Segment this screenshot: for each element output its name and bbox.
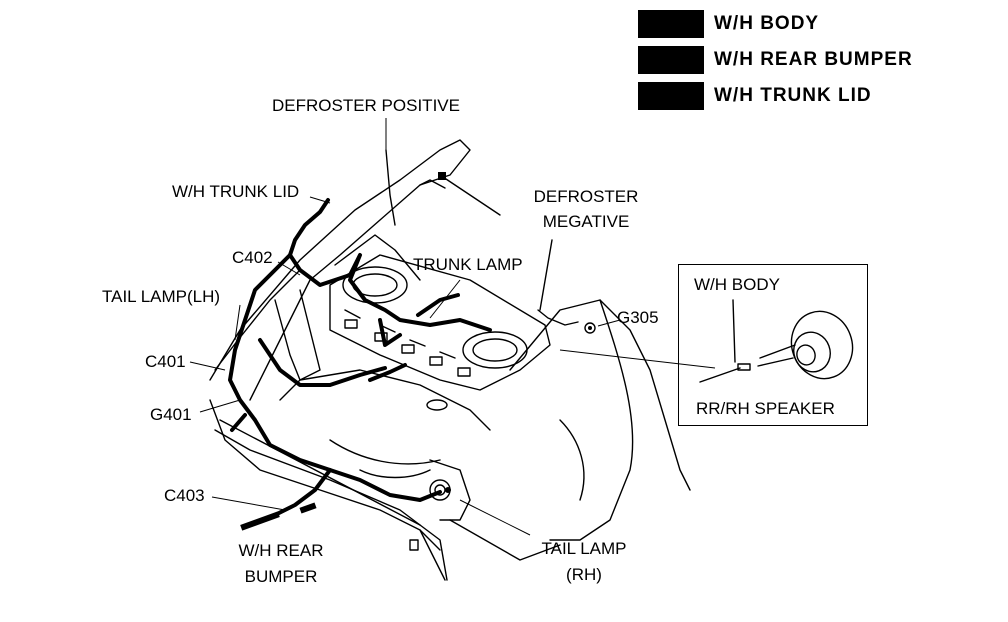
speaker-inset: W/H BODY RR/RH SPEAKER [678,264,868,426]
label-c401: C401 [145,352,186,371]
label-defroster-positive: DEFROSTER POSITIVE [272,96,460,115]
label-tail-lamp-rh-line1: TAIL LAMP [541,539,627,558]
label-tail-lamp-lh: TAIL LAMP(LH) [102,287,221,306]
inset-label-rr-rh-speaker: RR/RH SPEAKER [696,399,835,418]
legend-swatch [638,46,704,74]
legend-label: W/H BODY [714,13,820,34]
legend-swatch [638,82,704,110]
legend-swatch [638,10,704,38]
label-c402: C402 [232,248,273,267]
legend-label: W/H TRUNK LID [714,85,872,106]
label-wh-rear-bumper-line1: W/H REAR [238,541,324,560]
legend-item-wh-rear-bumper: W/H REAR BUMPER [638,46,968,74]
inset-label-wh-body: W/H BODY [694,275,780,294]
label-defroster-negative-line1: DEFROSTER [533,187,639,206]
label-wh-rear-bumper-line2: BUMPER [244,567,318,586]
label-tail-lamp-rh-line2: (RH) [566,565,602,584]
legend-item-wh-body: W/H BODY [638,10,968,38]
legend-label: W/H REAR BUMPER [714,49,913,70]
label-g401: G401 [150,405,192,424]
label-g305: G305 [617,308,659,327]
label-c403: C403 [164,486,205,505]
label-defroster-negative-line2: MEGATIVE [542,212,630,231]
label-trunk-lamp: TRUNK LAMP [413,255,523,274]
label-wh-trunk-lid: W/H TRUNK LID [172,182,300,201]
legend-item-wh-trunk-lid: W/H TRUNK LID [638,82,968,110]
